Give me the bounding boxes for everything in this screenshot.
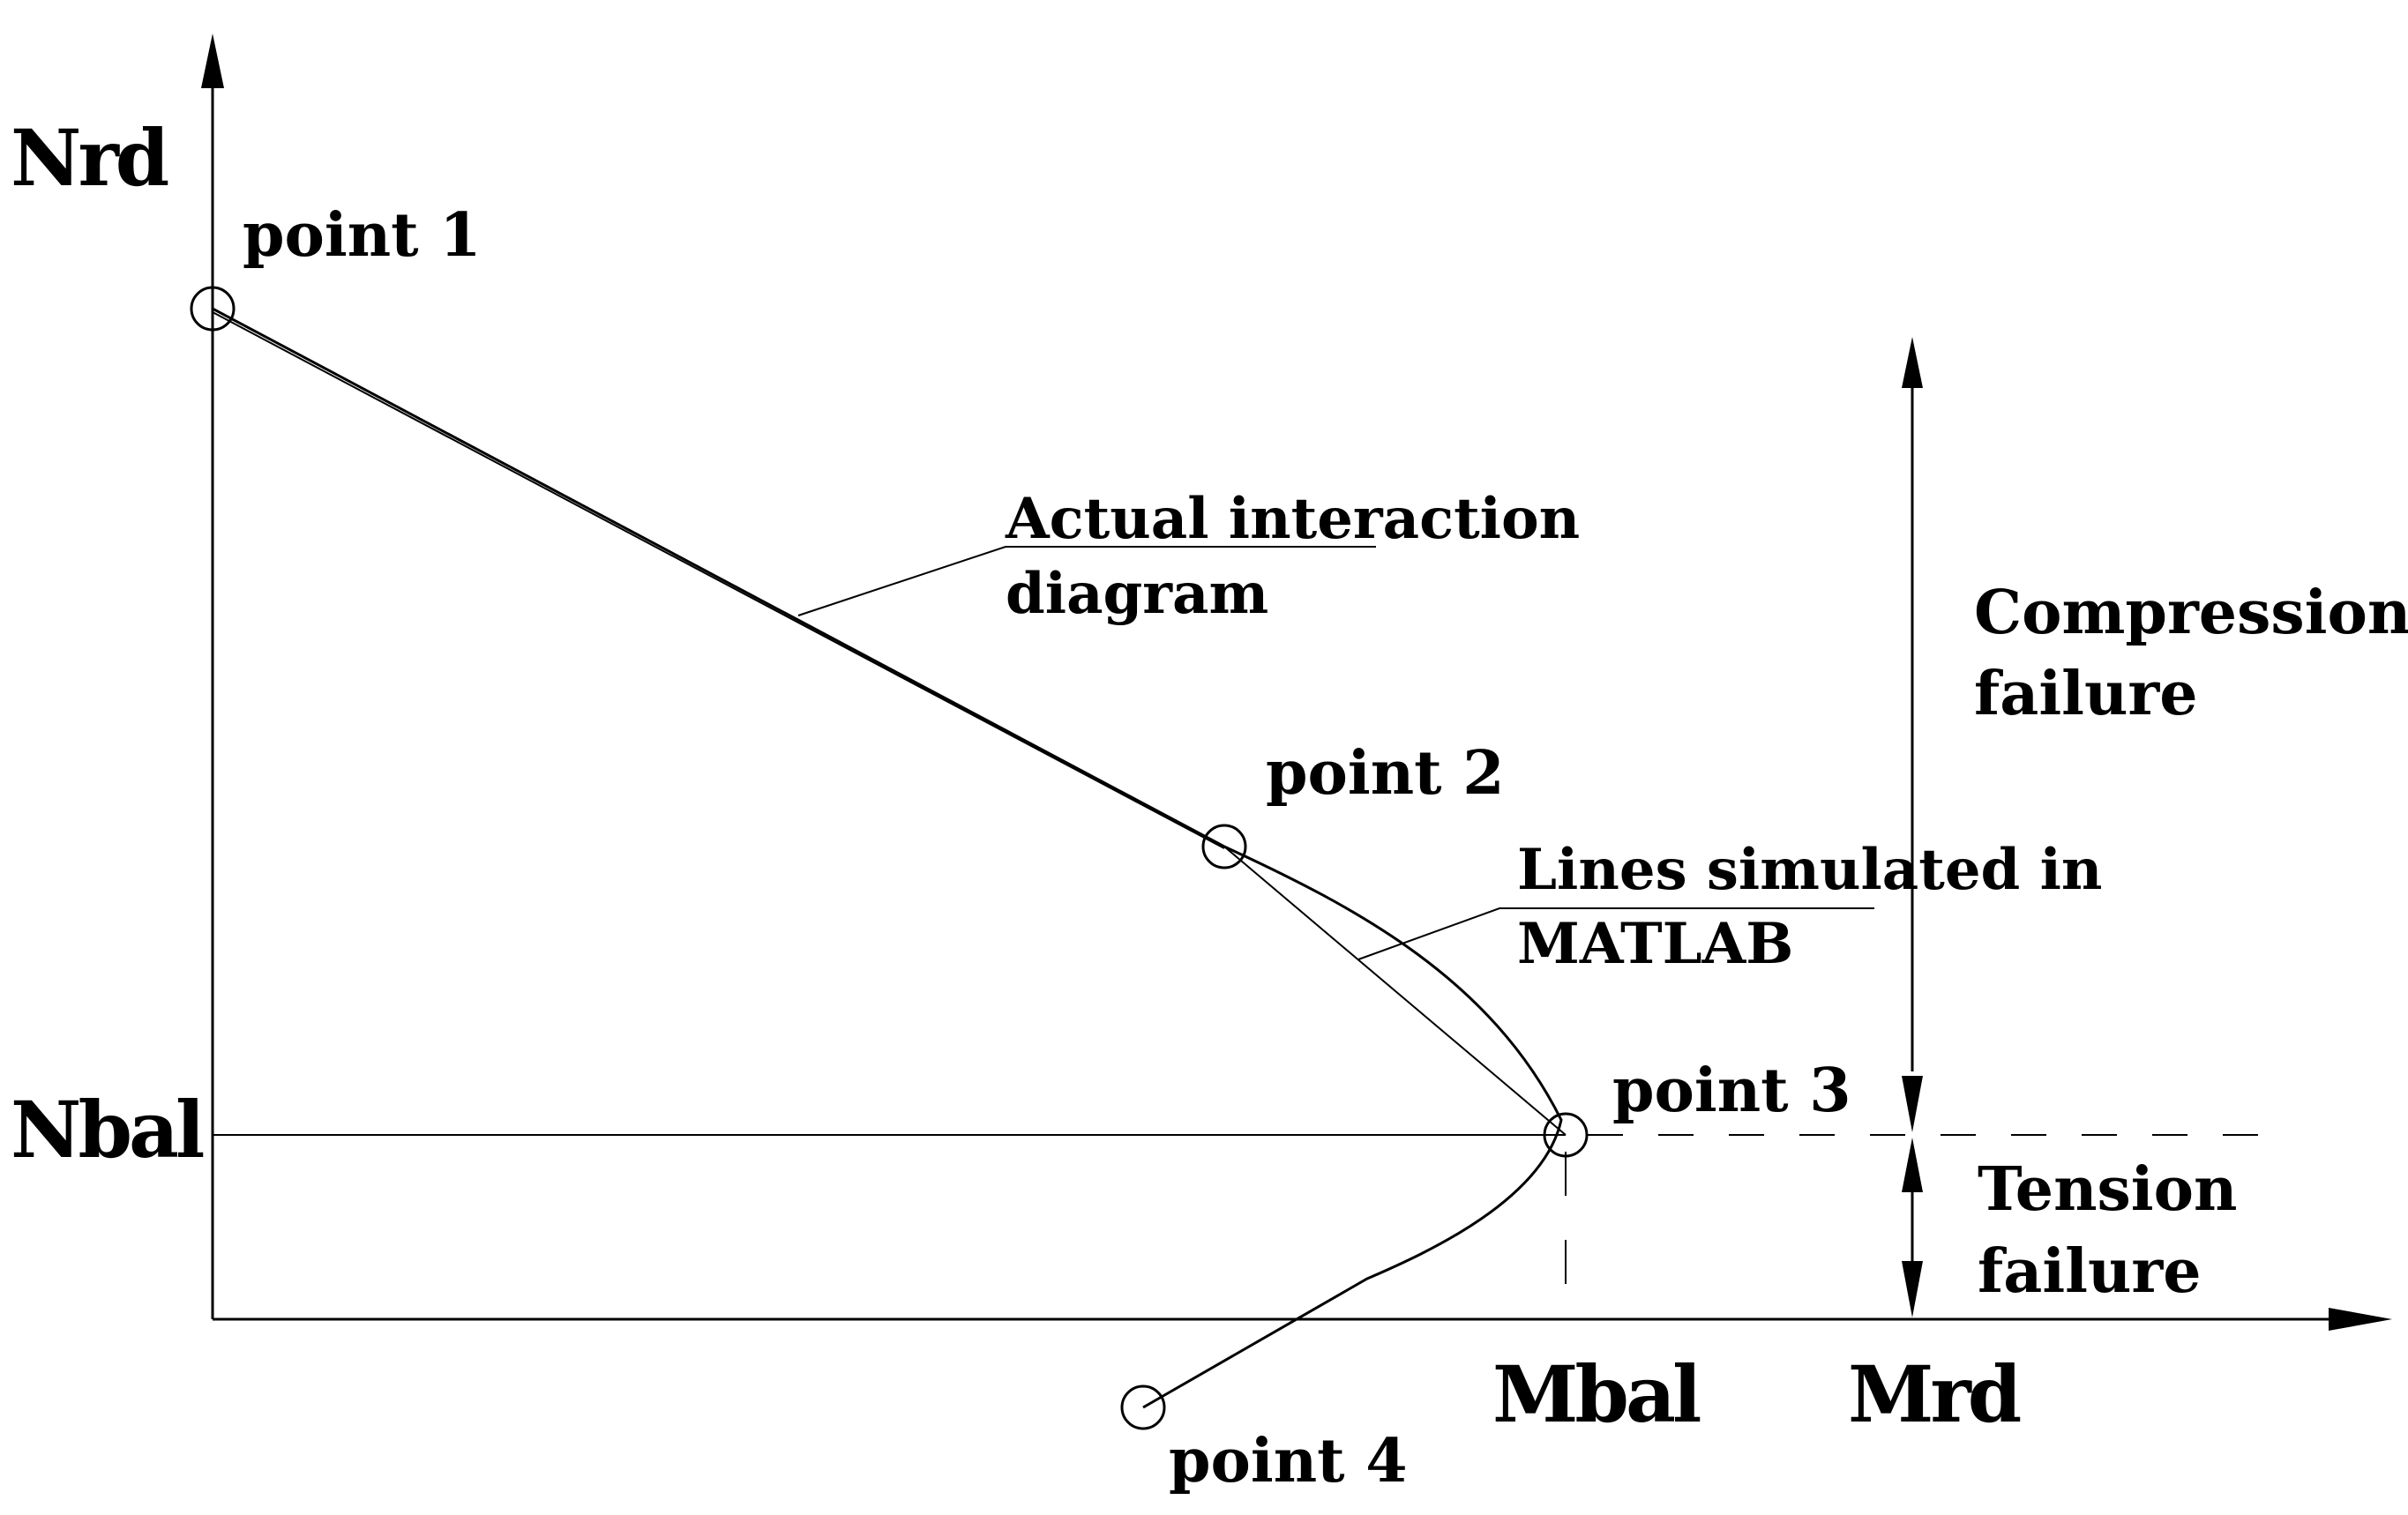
- point-1-label: point 1: [243, 200, 482, 271]
- simulated-lines-leader: [1357, 907, 1874, 960]
- compression-label-line2: failure: [1974, 659, 2198, 729]
- simulated-line-point2-point3: [1223, 846, 1567, 1136]
- simulated-lines-label-line2: MATLAB: [1517, 911, 1793, 977]
- point-3-marker: [1543, 1112, 1589, 1158]
- y-axis-label: Nrd: [11, 112, 168, 204]
- compression-label-line1: Compression: [1974, 578, 2408, 648]
- point-4-label: point 4: [1169, 1426, 1408, 1496]
- point-3-label: point 3: [1612, 1056, 1851, 1126]
- simulated-line-point1-point2: [212, 311, 1225, 849]
- point-2-marker: [1201, 824, 1247, 869]
- actual-diagram-label-line2: diagram: [1006, 561, 1268, 627]
- tension-label-line2: failure: [1978, 1236, 2202, 1307]
- mbal-label: Mbal: [1492, 1348, 1701, 1440]
- y-axis-arrowhead: [201, 34, 224, 88]
- tension-arrow-bottom: [1902, 1261, 1923, 1317]
- simulated-lines-label-line1: Lines simulated in: [1517, 837, 2102, 903]
- tension-label-line1: Tension: [1978, 1154, 2237, 1225]
- actual-diagram-leader: [797, 546, 1376, 616]
- actual-diagram-label-line1: Actual interaction: [1005, 486, 1580, 552]
- compression-arrow-bottom: [1902, 1076, 1923, 1132]
- compression-arrow-top: [1902, 337, 1923, 388]
- x-axis-label: Mrd: [1848, 1348, 2021, 1440]
- point-2-label: point 2: [1266, 738, 1505, 809]
- point-1-marker: [190, 286, 236, 332]
- tension-arrow-top: [1902, 1138, 1923, 1192]
- x-axis-arrowhead: [2329, 1308, 2392, 1331]
- nbal-label: Nbal: [11, 1084, 204, 1175]
- actual-interaction-curve: [212, 307, 1563, 1409]
- point-4-marker: [1120, 1384, 1166, 1430]
